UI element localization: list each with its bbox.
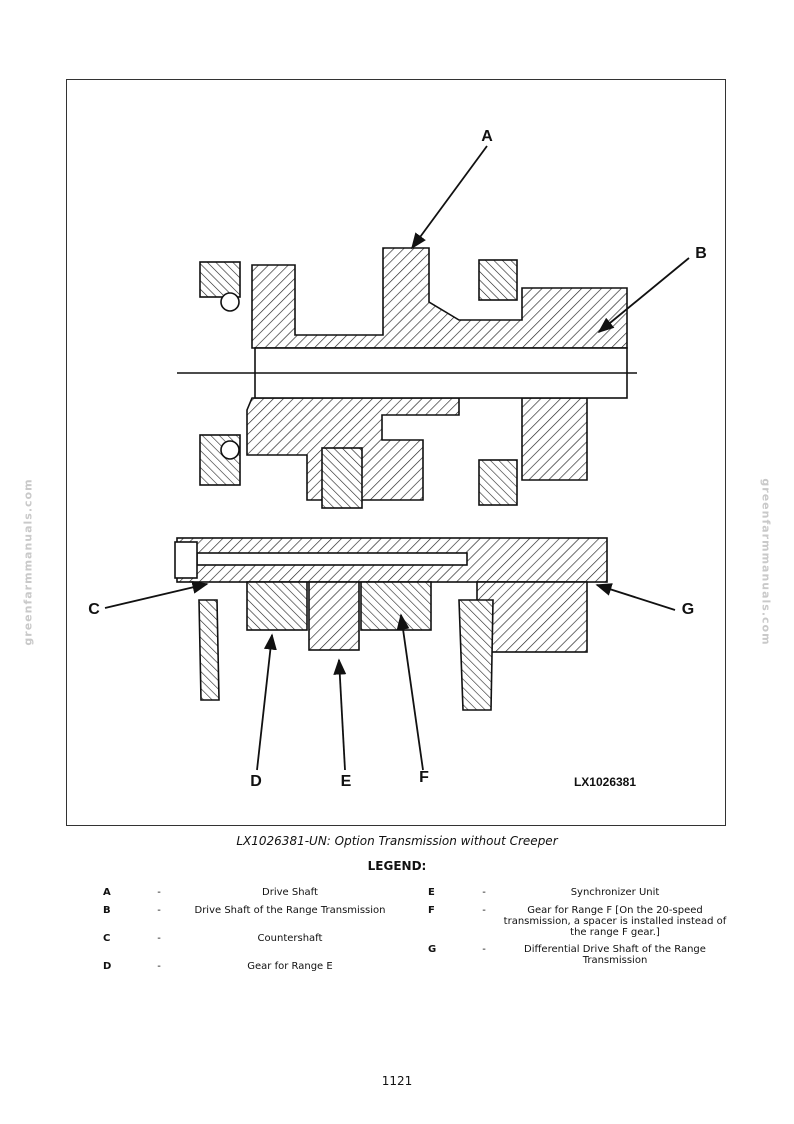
legend-dash: -: [482, 944, 486, 955]
legend-row: G - Differential Drive Shaft of the Rang…: [428, 944, 758, 972]
legend-column-left: A - Drive Shaft B - Drive Shaft of the R…: [103, 887, 433, 979]
figure-caption: LX1026381-UN: Option Transmission withou…: [236, 834, 558, 848]
bearing-ball-top: [220, 292, 240, 312]
legend-key: E: [428, 887, 435, 898]
legend-row: E - Synchronizer Unit: [428, 887, 758, 905]
gear-range-f: [360, 581, 432, 631]
legend-key: F: [428, 905, 435, 916]
synchronizer-unit-lower: [308, 581, 360, 651]
callout-c: C: [88, 601, 100, 618]
synchronizer-detail: [321, 447, 363, 509]
legend-description: Drive Shaft: [262, 887, 318, 898]
bearing-block-right-bottom: [478, 459, 518, 506]
legend-column-right: E - Synchronizer Unit F - Gear for Range…: [428, 887, 758, 972]
upper-shaft-assembly: [177, 247, 637, 509]
lower-shaft-assembly: [174, 537, 608, 711]
legend-description: Drive Shaft of the Range Transmission: [194, 905, 386, 916]
callout-b: B: [695, 245, 707, 262]
legend-row: F - Gear for Range F [On the 20-speed tr…: [428, 905, 758, 944]
legend-description: Gear for Range E: [247, 961, 333, 972]
legend-description: Countershaft: [257, 933, 323, 944]
countershaft-bore: [196, 552, 468, 566]
bearing-ball-bottom: [220, 440, 240, 460]
figure-frame: A B C D E F G LX1026381: [66, 79, 726, 826]
callout-a: A: [481, 128, 493, 145]
legend-dash: -: [157, 961, 161, 972]
callout-e: E: [341, 773, 352, 790]
watermark-left: greenfarmmanuals.com: [21, 478, 35, 646]
legend-description: Differential Drive Shaft of the Range Tr…: [524, 944, 706, 966]
legend-dash: -: [157, 933, 161, 944]
legend-key: G: [428, 944, 437, 955]
legend-description: Gear for Range F [On the 20-speed transm…: [503, 905, 727, 938]
transmission-diagram: A B C D E F G LX1026381: [88, 128, 707, 790]
support-arm-right: [458, 599, 494, 711]
legend-description: Synchronizer Unit: [570, 887, 660, 898]
legend-dash: -: [482, 905, 486, 916]
figure-id: LX1026381: [574, 775, 636, 789]
legend-row: B - Drive Shaft of the Range Transmissio…: [103, 905, 433, 933]
support-arm-left: [198, 599, 220, 701]
countershaft-bolt-head: [174, 541, 198, 579]
legend-key: D: [103, 961, 112, 972]
page-number: 1121: [381, 1074, 413, 1088]
callout-g: G: [682, 601, 694, 618]
callout-f: F: [419, 769, 429, 786]
legend-key: C: [103, 933, 111, 944]
watermark-right: greenfarmmanuals.com: [759, 478, 773, 646]
gear-range-e: [246, 581, 308, 631]
bearing-block-right-top: [478, 259, 518, 301]
legend-title: LEGEND:: [367, 859, 427, 873]
legend-key: B: [103, 905, 111, 916]
legend-row: C - Countershaft: [103, 933, 433, 961]
bearing-block-left-top: [199, 261, 241, 298]
legend-row: D - Gear for Range E: [103, 961, 433, 979]
drive-shaft-upper-half: [251, 247, 628, 349]
differential-drive-shaft: [476, 581, 588, 653]
legend-row: A - Drive Shaft: [103, 887, 433, 905]
legend-dash: -: [157, 887, 161, 898]
legend-dash: -: [157, 905, 161, 916]
range-gear-upper: [521, 397, 588, 481]
callout-leaders: [104, 145, 690, 771]
legend-key: A: [103, 887, 111, 898]
legend-dash: -: [482, 887, 486, 898]
callout-d: D: [250, 773, 262, 790]
